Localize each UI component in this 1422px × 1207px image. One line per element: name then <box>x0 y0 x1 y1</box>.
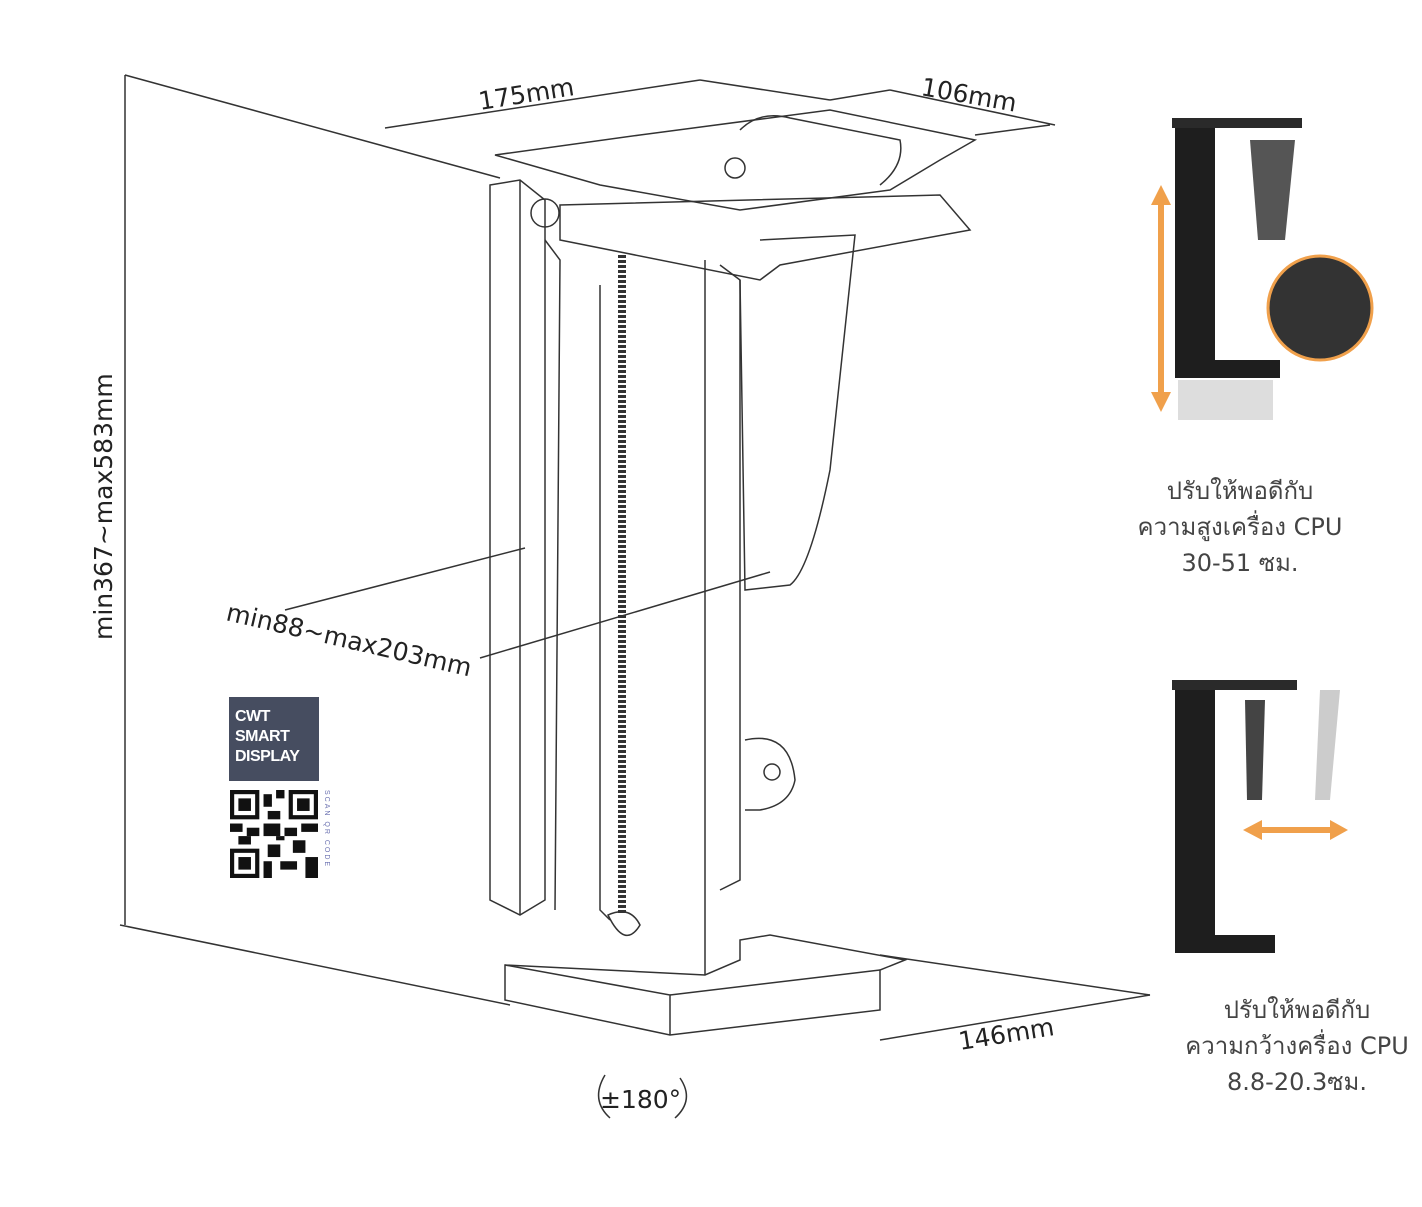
logo-line: DISPLAY <box>235 748 300 765</box>
caption-line: ความกว้างครื่อง CPU <box>1185 1032 1409 1060</box>
caption-line: ปรับให้พอดีกับ <box>1223 996 1371 1024</box>
top-depth-label: 106mm <box>919 72 1019 117</box>
top-width-label: 175mm <box>476 72 576 116</box>
qr-code[interactable] <box>230 790 318 878</box>
scan-qr-label: SCAN QR CODE <box>323 790 330 869</box>
caption-line: ความสูงเครื่อง CPU <box>1137 513 1343 541</box>
dim-line <box>124 74 501 179</box>
width-adjust-photo <box>1172 680 1348 953</box>
rotation-label: ±180° <box>600 1085 681 1114</box>
width-adjust-caption: ปรับให้พอดีกับ ความกว้างครื่อง CPU 8.8-2… <box>1172 992 1422 1100</box>
height-adjust-photo <box>1151 118 1374 420</box>
height-range-label: min367~max583mm <box>89 373 118 640</box>
cwt-logo: CWT SMART DISPLAY <box>229 697 319 781</box>
caption-line: 8.8-20.3ซม. <box>1226 1068 1367 1096</box>
bottom-depth-label: 146mm <box>956 1012 1056 1056</box>
logo-line: CWT <box>235 708 270 725</box>
height-adjust-caption: ปรับให้พอดีกับ ความสูงเครื่อง CPU 30-51 … <box>1125 473 1355 581</box>
caption-line: 30-51 ซม. <box>1181 549 1299 577</box>
caption-line: ปรับให้พอดีกับ <box>1166 477 1314 505</box>
logo-line: SMART <box>235 728 290 745</box>
width-range-label: min88~max203mm <box>224 598 475 683</box>
